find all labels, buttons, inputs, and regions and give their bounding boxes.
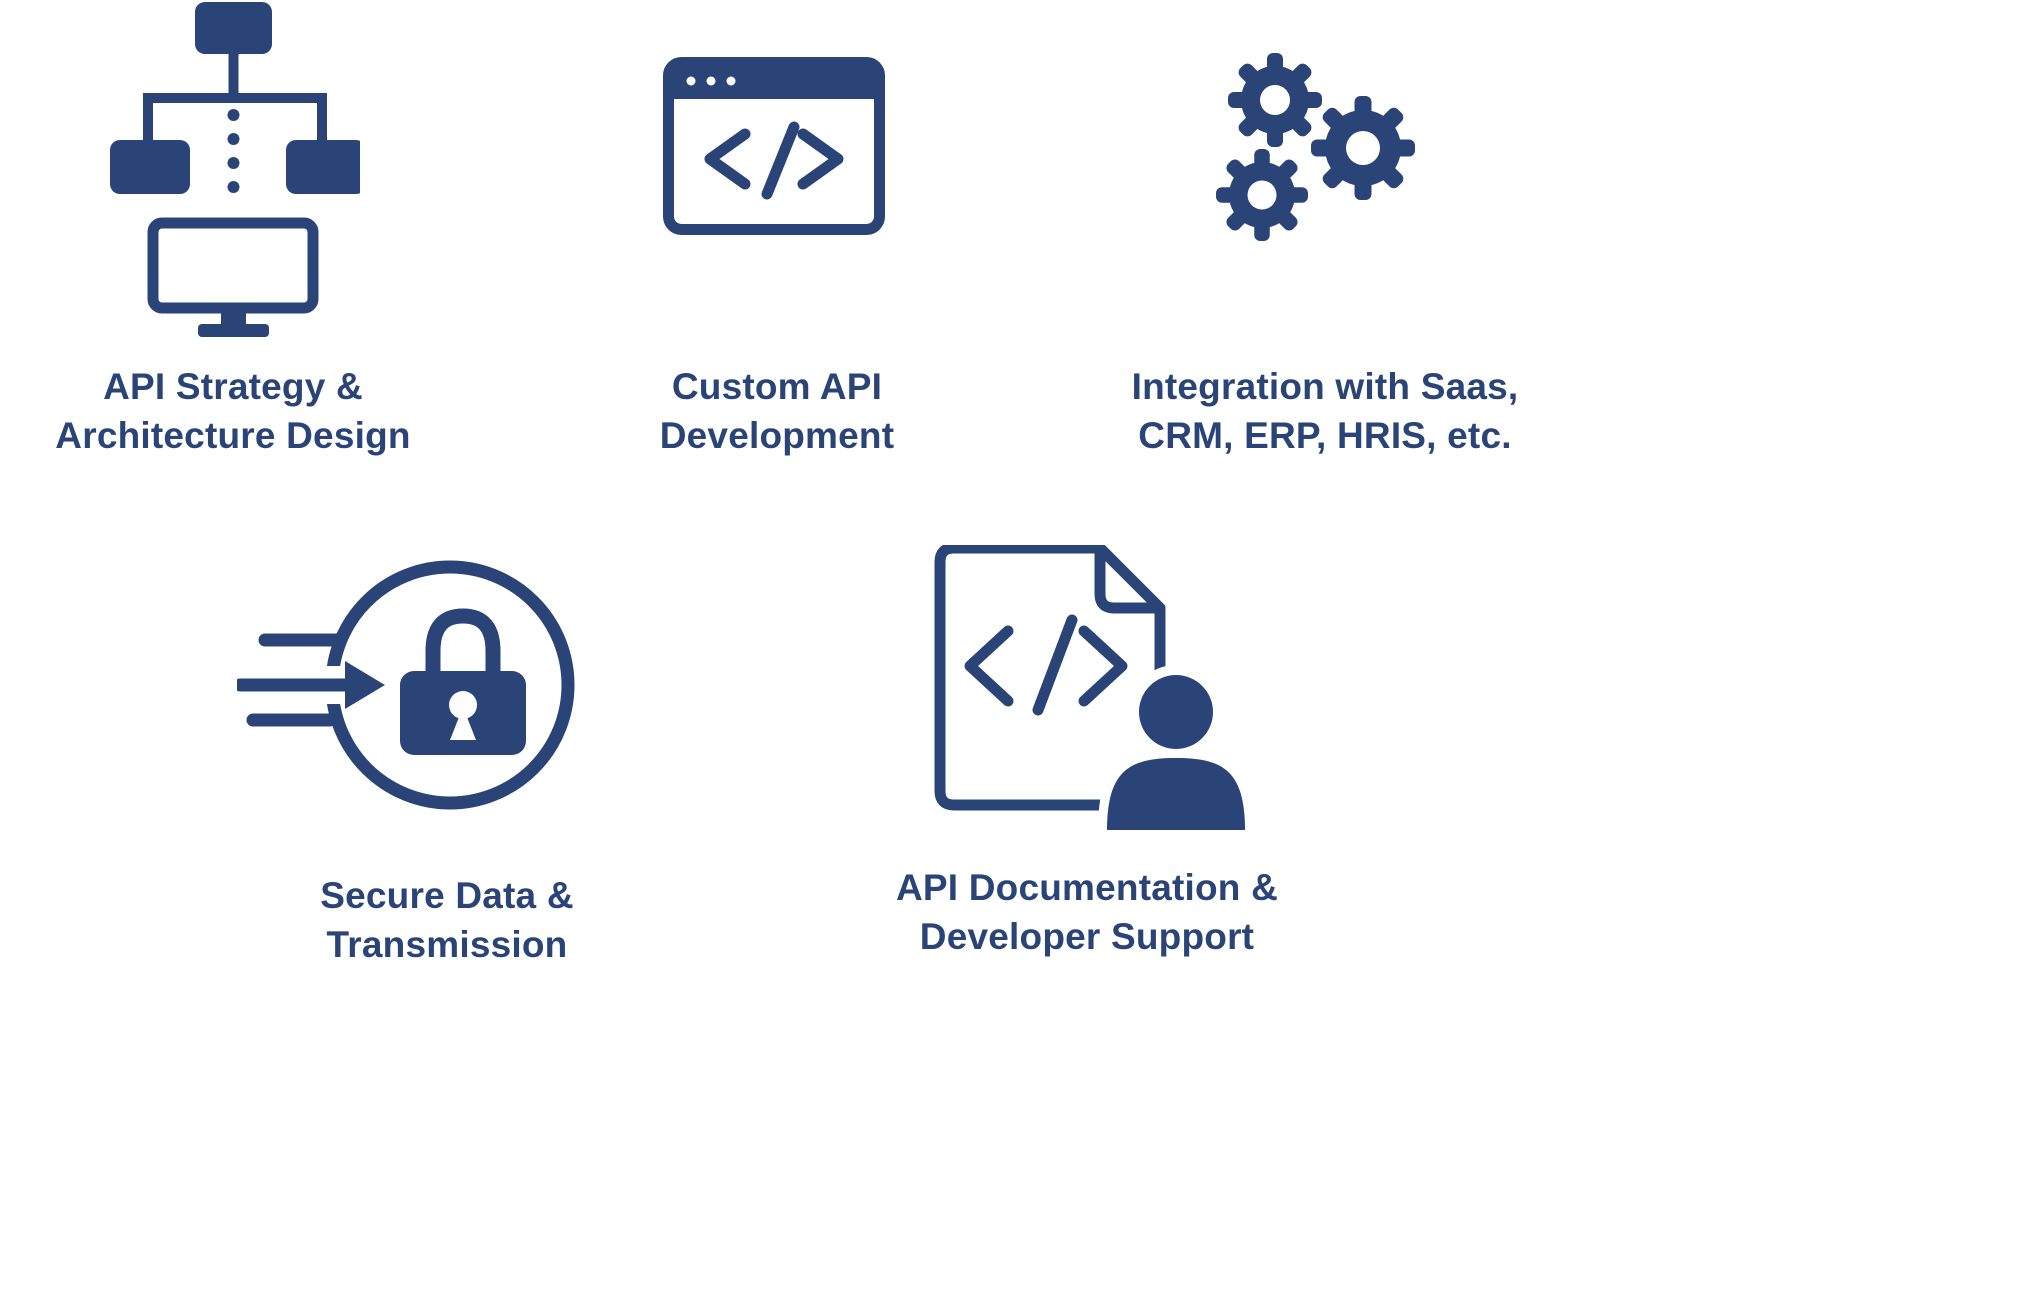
feature-label-line: Development xyxy=(659,414,895,456)
feature-label-security: Secure Data & Transmission xyxy=(147,872,747,970)
gears-icon xyxy=(1216,53,1415,241)
document-code-user-icon xyxy=(934,545,1246,830)
feature-label-strategy: API Strategy & Architecture Design xyxy=(0,363,533,461)
feature-label-line: Integration with Saas, xyxy=(1131,366,1519,407)
lock-circle-arrow-icon xyxy=(237,560,575,810)
gear-bottom-left xyxy=(1216,149,1308,241)
gear-right xyxy=(1311,96,1415,200)
gear-top-left xyxy=(1228,53,1322,147)
feature-label-line: Transmission xyxy=(326,923,568,965)
feature-label-development: Custom API Development xyxy=(477,363,1077,461)
feature-label-documentation: API Documentation & Developer Support xyxy=(787,864,1387,962)
feature-label-line: API Documentation & xyxy=(895,867,1279,908)
feature-label-line: Custom API xyxy=(671,366,883,407)
feature-label-integration: Integration with Saas, CRM, ERP, HRIS, e… xyxy=(1025,363,1625,461)
feature-label-line: Architecture Design xyxy=(55,414,411,456)
feature-label-line: Secure Data & xyxy=(320,875,574,916)
feature-label-line: Developer Support xyxy=(919,915,1255,957)
code-window-icon xyxy=(663,57,885,235)
feature-label-line: API Strategy & xyxy=(103,366,363,407)
flowchart-monitor-icon xyxy=(110,2,360,337)
feature-label-line: CRM, ERP, HRIS, etc. xyxy=(1138,414,1512,456)
